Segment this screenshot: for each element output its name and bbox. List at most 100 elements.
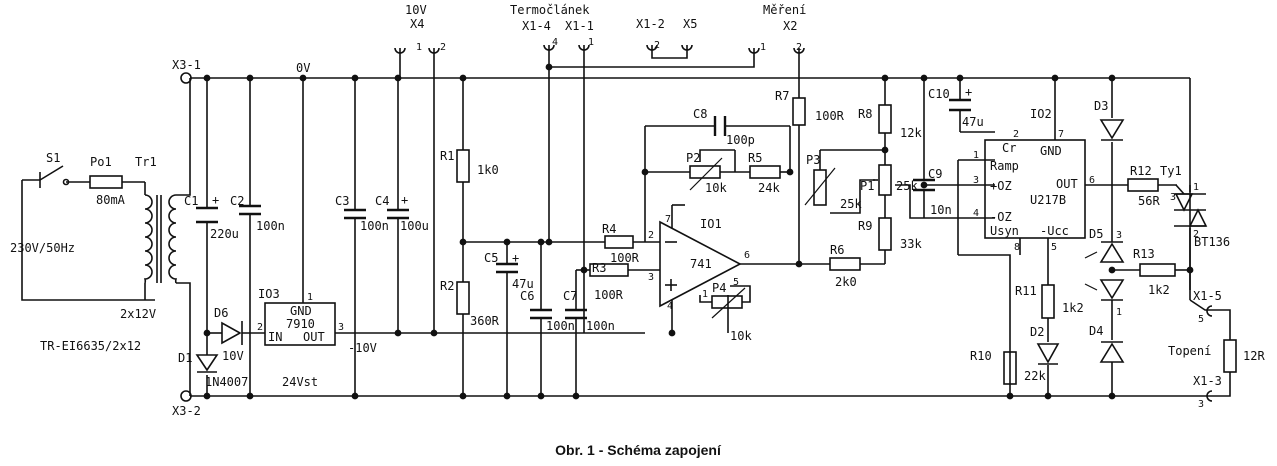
svg-text:6: 6 bbox=[1089, 175, 1095, 186]
ic-io2-body bbox=[984, 139, 1086, 239]
svg-text:100p: 100p bbox=[726, 133, 755, 147]
triac-ty1-symbol bbox=[1174, 184, 1208, 227]
svg-text:R3: R3 bbox=[592, 261, 606, 275]
svg-text:1: 1 bbox=[973, 150, 979, 161]
ic-io3-body bbox=[264, 302, 336, 346]
svg-text:3: 3 bbox=[1198, 399, 1204, 410]
svg-text:R5: R5 bbox=[748, 151, 762, 165]
svg-text:1: 1 bbox=[588, 37, 594, 48]
fuse-po1-symbol bbox=[89, 175, 123, 189]
svg-text:1: 1 bbox=[702, 289, 708, 300]
svg-text:IO3: IO3 bbox=[258, 287, 280, 301]
svg-text:D4: D4 bbox=[1089, 324, 1103, 338]
svg-text:100R: 100R bbox=[815, 109, 845, 123]
svg-text:100n: 100n bbox=[360, 219, 389, 233]
svg-text:10V: 10V bbox=[222, 349, 244, 363]
wires bbox=[21, 45, 1231, 397]
potentiometer-symbols bbox=[689, 157, 892, 319]
svg-text:P4: P4 bbox=[712, 281, 726, 295]
svg-text:1: 1 bbox=[416, 42, 422, 53]
svg-text:C8: C8 bbox=[693, 107, 707, 121]
label-x2: X2 bbox=[783, 19, 797, 33]
label-sec: 2x12V bbox=[120, 307, 156, 321]
svg-text:+: + bbox=[212, 193, 219, 207]
svg-text:2: 2 bbox=[257, 322, 263, 333]
svg-text:Cr: Cr bbox=[1002, 141, 1016, 155]
svg-text:D6: D6 bbox=[214, 306, 228, 320]
svg-text:4: 4 bbox=[667, 301, 673, 312]
svg-text:R6: R6 bbox=[830, 243, 844, 257]
svg-text:+: + bbox=[512, 251, 519, 265]
label-x1-1: X1-1 bbox=[565, 19, 594, 33]
label-x3-1: X3-1 bbox=[172, 58, 201, 72]
svg-text:220u: 220u bbox=[210, 227, 239, 241]
svg-text:24k: 24k bbox=[758, 181, 780, 195]
svg-text:100n: 100n bbox=[546, 319, 575, 333]
svg-text:56R: 56R bbox=[1138, 194, 1160, 208]
svg-text:2: 2 bbox=[648, 230, 654, 241]
label-topeni: Topení bbox=[1168, 344, 1211, 358]
svg-text:R11: R11 bbox=[1015, 284, 1037, 298]
svg-text:IN: IN bbox=[268, 330, 282, 344]
svg-text:5: 5 bbox=[733, 277, 739, 288]
label-termoclanek: Termočlánek bbox=[510, 3, 590, 17]
svg-text:1k0: 1k0 bbox=[477, 163, 499, 177]
svg-text:3: 3 bbox=[1116, 230, 1122, 241]
svg-text:R9: R9 bbox=[858, 219, 872, 233]
svg-text:IO1: IO1 bbox=[700, 217, 722, 231]
svg-text:2: 2 bbox=[440, 42, 446, 53]
svg-text:D2: D2 bbox=[1030, 325, 1044, 339]
svg-text:5: 5 bbox=[1051, 242, 1057, 253]
svg-text:1: 1 bbox=[1193, 182, 1199, 193]
label-x3-2: X3-2 bbox=[172, 404, 201, 418]
label-x4: X4 bbox=[410, 17, 424, 31]
svg-text:GND: GND bbox=[1040, 144, 1062, 158]
svg-text:2: 2 bbox=[1193, 229, 1199, 240]
label-po1: Po1 bbox=[90, 155, 112, 169]
svg-text:C7: C7 bbox=[563, 289, 577, 303]
svg-text:D1: D1 bbox=[178, 351, 192, 365]
label-tr1: Tr1 bbox=[135, 155, 157, 169]
svg-text:3: 3 bbox=[973, 175, 979, 186]
svg-text:Usyn: Usyn bbox=[990, 224, 1019, 238]
label-s1: S1 bbox=[46, 151, 60, 165]
svg-text:1: 1 bbox=[307, 292, 313, 303]
svg-text:D5: D5 bbox=[1089, 227, 1103, 241]
opamp-io1-symbol bbox=[659, 220, 742, 308]
svg-text:R1: R1 bbox=[440, 149, 454, 163]
svg-text:5: 5 bbox=[1198, 314, 1204, 325]
label-10v: 10V bbox=[405, 3, 427, 17]
svg-text:10n: 10n bbox=[930, 203, 952, 217]
svg-text:P3: P3 bbox=[806, 153, 820, 167]
label-po1-val: 80mA bbox=[96, 193, 126, 207]
svg-text:R13: R13 bbox=[1133, 247, 1155, 261]
label-x1-5: X1-5 bbox=[1193, 289, 1222, 303]
svg-text:10k: 10k bbox=[705, 181, 727, 195]
svg-text:2: 2 bbox=[1013, 129, 1019, 140]
svg-text:3: 3 bbox=[648, 272, 654, 283]
svg-text:100u: 100u bbox=[400, 219, 429, 233]
svg-text:4: 4 bbox=[552, 37, 558, 48]
diode-symbols bbox=[195, 119, 1125, 373]
svg-text:C4: C4 bbox=[375, 194, 389, 208]
svg-text:OUT: OUT bbox=[303, 330, 325, 344]
svg-text:C6: C6 bbox=[520, 289, 534, 303]
svg-text:Ty1: Ty1 bbox=[1160, 164, 1182, 178]
svg-text:P2: P2 bbox=[686, 151, 700, 165]
label-mereni: Měření bbox=[763, 3, 806, 17]
svg-text:741: 741 bbox=[690, 257, 712, 271]
svg-text:-OZ: -OZ bbox=[990, 210, 1012, 224]
svg-text:10k: 10k bbox=[730, 329, 752, 343]
svg-text:4: 4 bbox=[973, 208, 979, 219]
svg-text:C3: C3 bbox=[335, 194, 349, 208]
svg-text:R8: R8 bbox=[858, 107, 872, 121]
label-x1-4: X1-4 bbox=[522, 19, 551, 33]
s1-switch-symbol bbox=[39, 165, 70, 188]
connector-terminals bbox=[180, 44, 1213, 402]
svg-text:C1: C1 bbox=[184, 194, 198, 208]
svg-text:R10: R10 bbox=[970, 349, 992, 363]
svg-text:360R: 360R bbox=[470, 314, 500, 328]
svg-text:8: 8 bbox=[1014, 242, 1020, 253]
label-supply: 230V/50Hz bbox=[10, 241, 75, 255]
